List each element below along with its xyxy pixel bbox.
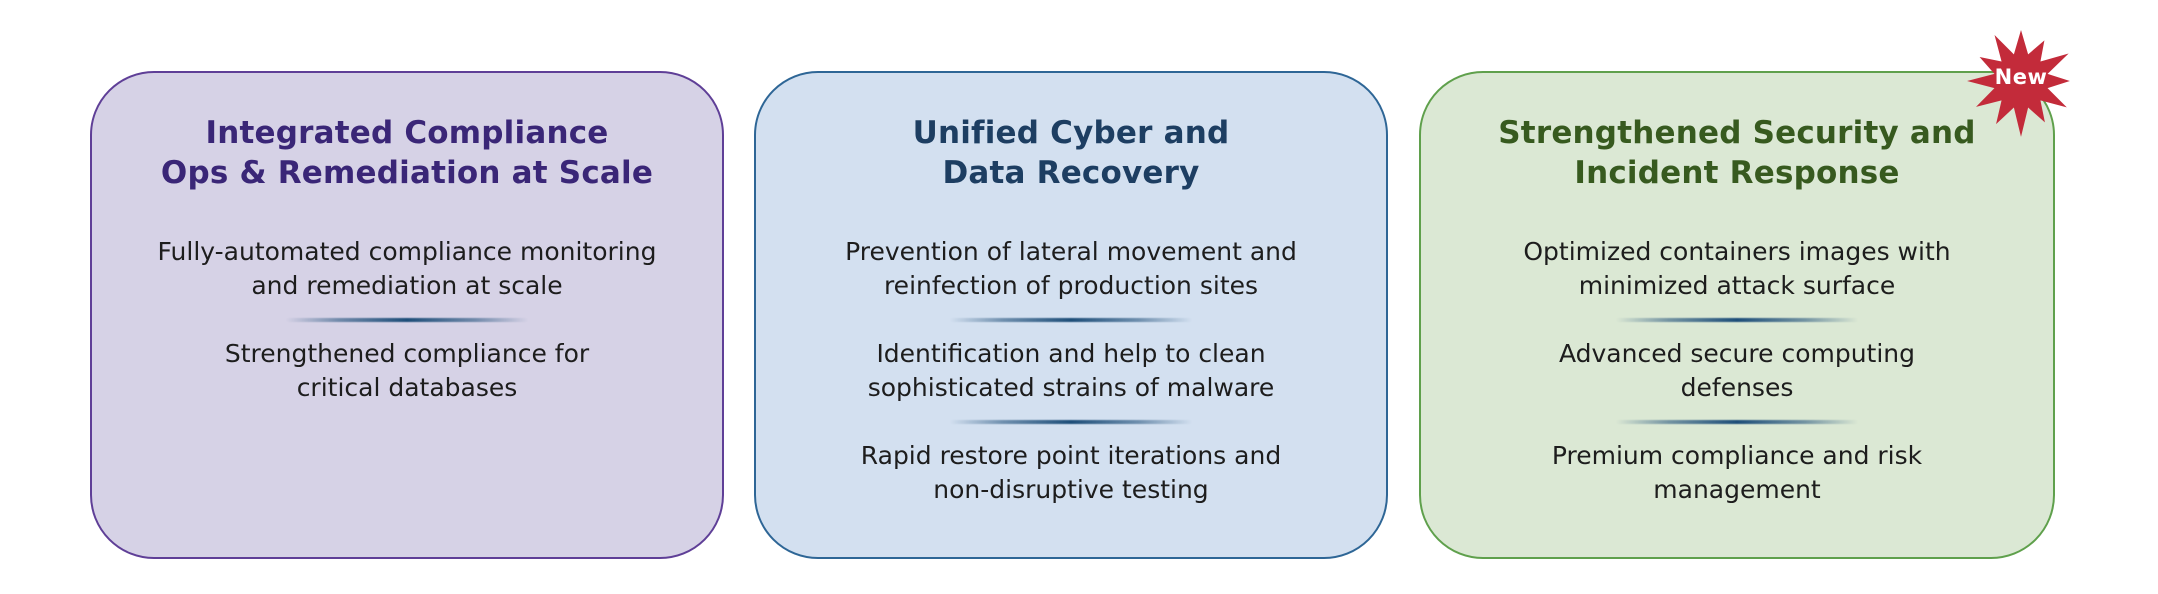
starburst-icon (1967, 30, 2070, 137)
divider-line (1616, 420, 1858, 424)
card-item: Rapid restore point iterations and non-d… (860, 441, 1282, 504)
card-item: Advanced secure computing defenses (1558, 339, 1916, 402)
card-title: Unified Cyber and Data Recovery (912, 115, 1230, 191)
card-item: Prevention of lateral movement and reinf… (845, 237, 1297, 300)
card-unified-cyber-recovery: Unified Cyber and Data Recovery Preventi… (754, 71, 1388, 559)
card-item: Optimized containers images with minimiz… (1523, 237, 1951, 300)
card-title: Strengthened Security and Incident Respo… (1498, 115, 1976, 191)
new-badge-label: New (1994, 65, 2048, 89)
divider-line (950, 318, 1192, 322)
card-item-list: Prevention of lateral movement and reinf… (784, 235, 1358, 507)
card-item-list: Fully-automated compliance monitoring an… (120, 235, 694, 405)
card-item: Identification and help to clean sophist… (867, 339, 1275, 402)
card-strengthened-security: New Strengthened Security and Incident R… (1419, 30, 2070, 559)
card-item-list: Optimized containers images with minimiz… (1449, 235, 2025, 507)
card-integrated-compliance: Integrated Compliance Ops & Remediation … (90, 71, 724, 559)
card-item: Fully-automated compliance monitoring an… (157, 237, 657, 300)
divider-line (1616, 318, 1858, 322)
divider-line (950, 420, 1192, 424)
divider-line (286, 318, 528, 322)
card-title: Integrated Compliance Ops & Remediation … (160, 115, 654, 191)
new-badge: New (1965, 27, 2077, 141)
card-item: Strengthened compliance for critical dat… (224, 339, 590, 402)
card-item: Premium compliance and risk management (1551, 441, 1923, 504)
